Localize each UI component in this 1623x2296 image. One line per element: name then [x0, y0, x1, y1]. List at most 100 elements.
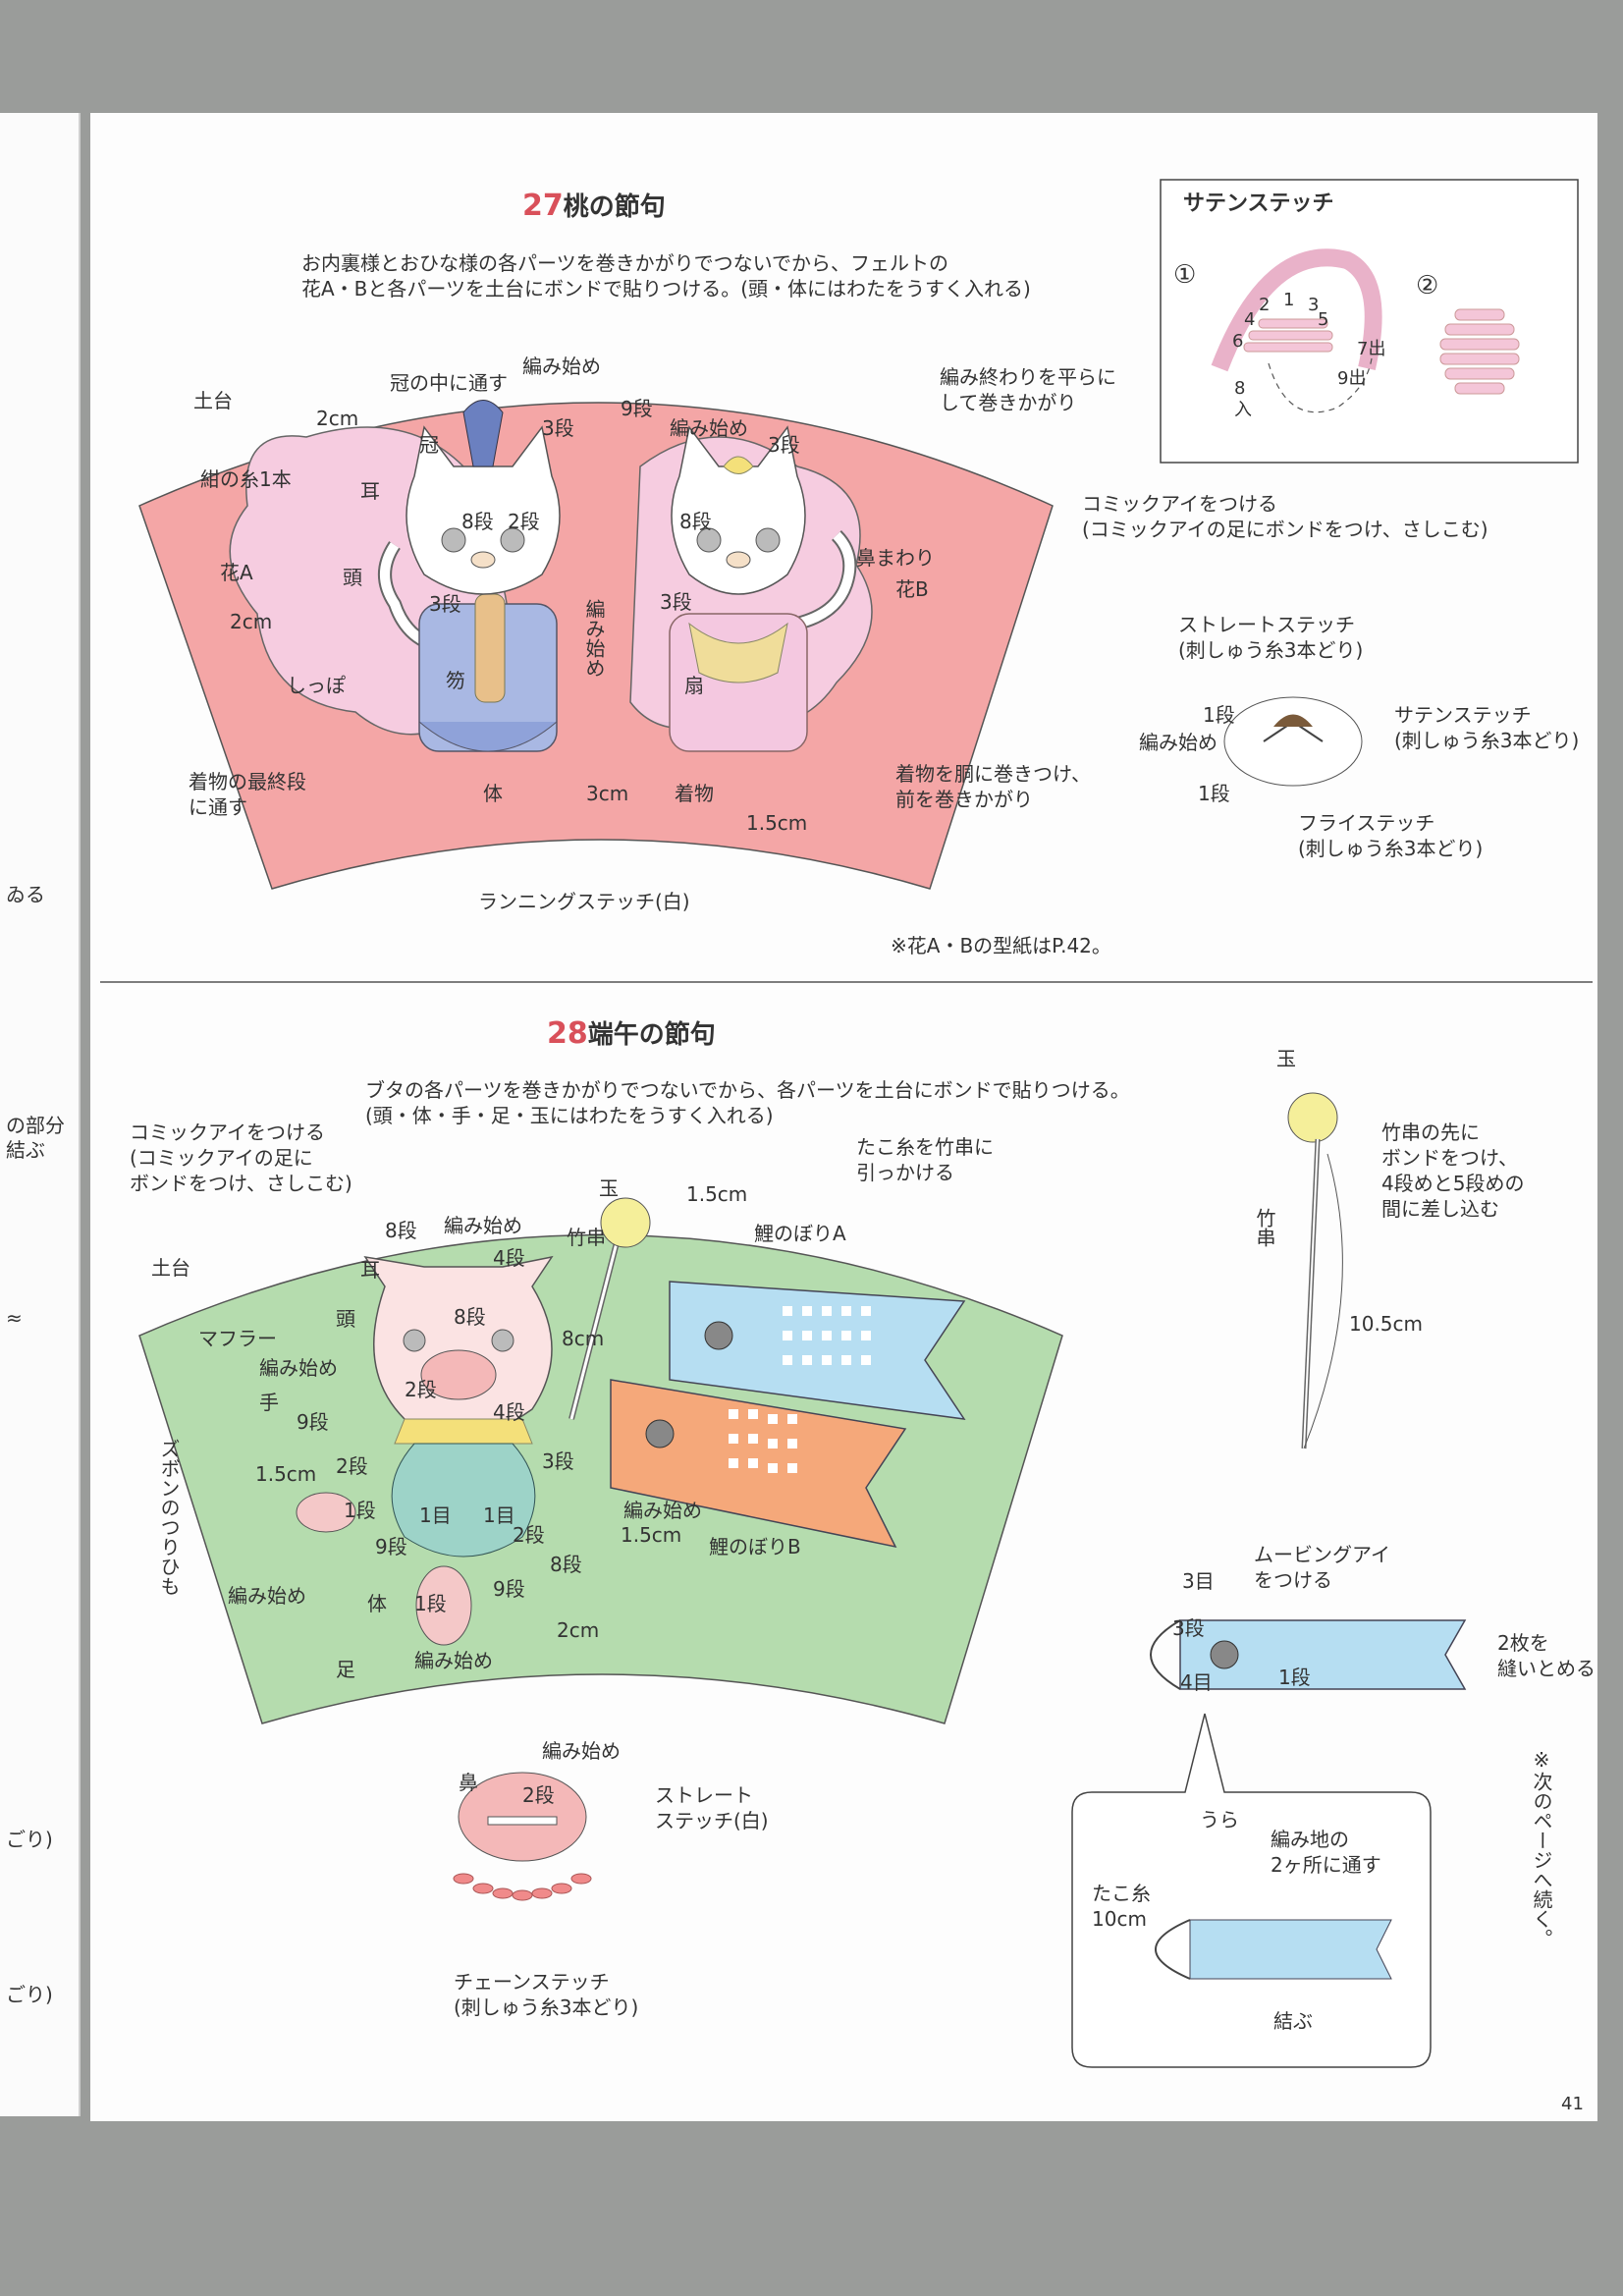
label: 1.5cm — [621, 1523, 682, 1547]
label: 8段 — [385, 1219, 417, 1242]
label: 9段 — [375, 1535, 407, 1558]
label: 1目 — [483, 1503, 515, 1527]
label: 2枚を — [1497, 1631, 1549, 1655]
label: ストレート — [655, 1783, 753, 1807]
label: (刺しゅう糸3本どり) — [1178, 638, 1364, 662]
label: ムービングアイ — [1254, 1543, 1390, 1566]
label: 耳 — [360, 479, 380, 503]
label: 引っかける — [856, 1161, 954, 1184]
label: ステッチ(白) — [655, 1809, 769, 1832]
label: 耳 — [360, 1258, 380, 1282]
satin-num: 7出 — [1357, 339, 1386, 359]
label: 着物 — [675, 782, 714, 805]
label: 足 — [336, 1658, 355, 1681]
label: 編み始め — [522, 355, 601, 378]
satin-num: 3 — [1308, 295, 1320, 315]
label: 2ヶ所に通す — [1271, 1853, 1381, 1877]
left-fragment: ごり) — [6, 1983, 53, 2006]
label: 縫いとめる — [1497, 1657, 1596, 1680]
skewer-detail-ball — [1287, 1092, 1338, 1143]
left-fragment: 結ぶ — [6, 1138, 45, 1162]
label: 体 — [367, 1592, 387, 1615]
label: たこ糸を竹串に — [856, 1135, 994, 1159]
label: 編み始め — [670, 416, 748, 440]
label: 編み終わりを平らに — [940, 365, 1116, 389]
section27-intro-2: 花A・Bと各パーツを土台にボンドで貼りつける。(頭・体にはわたをうすく入れる) — [301, 277, 1031, 301]
label: 扇 — [684, 674, 704, 697]
page-number: 41 — [1561, 2094, 1584, 2114]
satin-num: 2 — [1259, 295, 1271, 315]
odairi-doll — [378, 400, 561, 752]
label: たこ糸 — [1092, 1882, 1151, 1905]
label: 9段 — [621, 397, 653, 420]
label: 9段 — [493, 1577, 525, 1601]
label: (コミックアイの足にボンドをつけ、さしこむ) — [1082, 518, 1488, 541]
label: (刺しゅう糸3本どり) — [454, 1995, 639, 2019]
label: しっぽ — [287, 674, 346, 697]
satin-box-title: サテンステッチ — [1183, 191, 1334, 216]
label: コミックアイをつける — [1082, 492, 1277, 516]
label: 10.5cm — [1349, 1312, 1424, 1336]
satin-num: 1 — [1283, 290, 1295, 310]
label: ランニングステッチ(白) — [478, 890, 690, 913]
label: 1.5cm — [686, 1182, 748, 1206]
label: 手 — [259, 1391, 279, 1414]
label: 2段 — [336, 1454, 368, 1478]
label: フライステッチ — [1298, 811, 1435, 835]
label: 3段 — [542, 1449, 574, 1473]
label: 鯉のぼりA — [754, 1222, 846, 1245]
label: 冠の中に通す — [390, 371, 508, 395]
label: 鯉のぼりB — [709, 1535, 801, 1558]
chain-stitch — [453, 1873, 592, 1901]
label: 2cm — [557, 1618, 600, 1642]
label: 前を巻きかがり — [895, 788, 1033, 811]
label: 頭 — [343, 566, 362, 589]
label: ボンドをつけ、 — [1381, 1146, 1518, 1170]
label: に通す — [189, 795, 247, 819]
label: 3段 — [542, 416, 574, 440]
satin-num: 4 — [1244, 309, 1256, 330]
label: 2段 — [522, 1783, 555, 1807]
section28-intro-1: ブタの各パーツを巻きかがりでつないでから、各パーツを土台にボンドで貼りつける。 — [365, 1078, 1130, 1102]
label: 2cm — [316, 407, 359, 430]
label: サテンステッチ — [1394, 703, 1532, 727]
label: 結ぶ — [1273, 2009, 1313, 2033]
left-fragment: ごり) — [6, 1828, 53, 1851]
label: 笏 — [446, 669, 465, 692]
label: 1.5cm — [746, 811, 808, 835]
label-vertical: 編み始め — [582, 599, 606, 678]
label: 編み始め — [228, 1584, 306, 1608]
label: 8cm — [562, 1327, 605, 1350]
label: 土台 — [151, 1256, 190, 1280]
label: 体 — [483, 782, 503, 805]
label: マフラー — [198, 1327, 277, 1350]
label: 3cm — [586, 782, 629, 805]
label: 玉 — [1276, 1047, 1296, 1070]
label: をつける — [1254, 1568, 1332, 1592]
label: 8段 — [679, 510, 712, 533]
satin-num: 8 — [1234, 378, 1246, 399]
label-vertical: 竹串 — [1253, 1208, 1276, 1247]
left-fragment: ≈ — [6, 1306, 23, 1330]
label: 2段 — [508, 510, 540, 533]
label: 編み始め — [542, 1739, 621, 1763]
label: 8段 — [461, 510, 494, 533]
koi-detail — [1150, 1619, 1467, 1690]
label: 2cm — [230, 610, 273, 633]
label: 4段 — [493, 1400, 525, 1424]
label: 竹串の先に — [1381, 1121, 1480, 1144]
satin-num: 6 — [1232, 331, 1244, 352]
section28-title: 28端午の節句 — [547, 1016, 716, 1051]
label: チェーンステッチ — [454, 1970, 610, 1994]
label-vertical: ズボンのつりひも — [157, 1439, 181, 1596]
label: 8段 — [454, 1305, 486, 1329]
label: 3目 — [1182, 1569, 1215, 1593]
label: 編み始め — [444, 1214, 522, 1237]
continued-note: ※次のページへ続く。 — [1530, 1748, 1553, 1948]
label: 編み始め — [623, 1499, 702, 1522]
label: 編み地の — [1271, 1828, 1349, 1851]
label: 3段 — [768, 433, 800, 457]
ohinasama-doll — [669, 425, 857, 752]
satin-thread — [1211, 248, 1382, 372]
label: (コミックアイの足に — [130, 1146, 313, 1170]
